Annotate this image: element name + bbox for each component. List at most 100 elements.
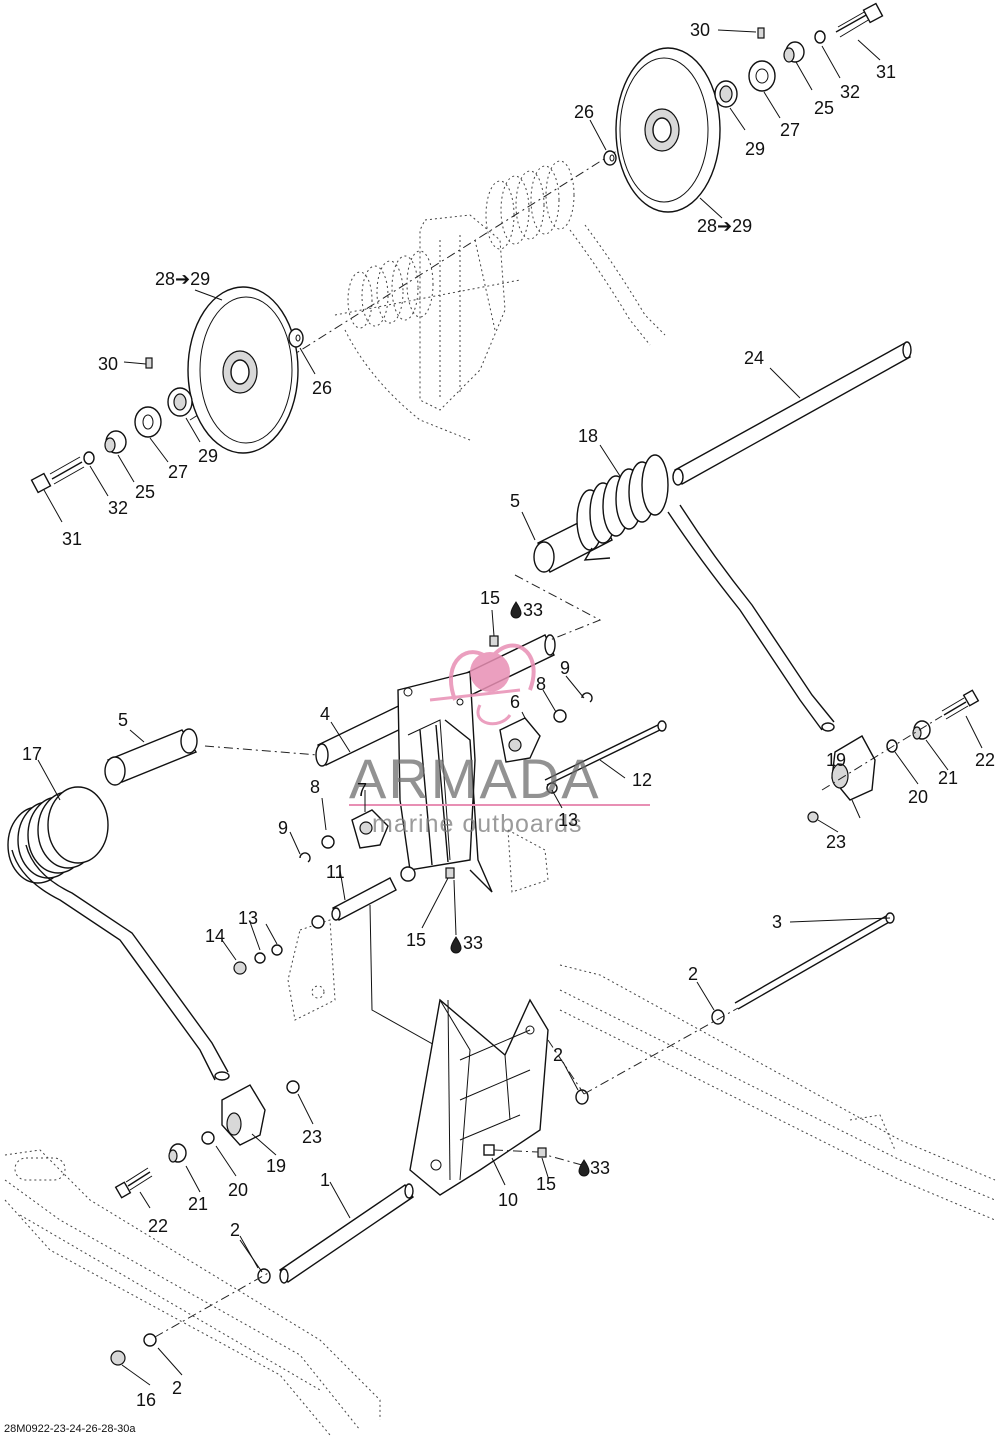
callout-28-top: 28➔29	[697, 216, 752, 236]
callout-2-left-upper: 2	[230, 1220, 240, 1240]
callout-23-left: 23	[302, 1127, 322, 1147]
washer-32-right	[814, 30, 826, 44]
watermark-brand: ARMADA	[349, 747, 601, 810]
setscrew-30-right	[757, 27, 765, 39]
callout-8-left: 8	[310, 777, 320, 797]
callout-10: 10	[498, 1190, 518, 1210]
block-19-left	[221, 1084, 266, 1146]
spacer-27-left	[134, 406, 162, 438]
callout-2-right-upper: 2	[688, 964, 698, 984]
oil-drop-icon	[578, 1159, 590, 1177]
washer-20-left	[201, 1131, 215, 1145]
callout-29-top: 29	[745, 139, 765, 159]
left-rail	[4, 1149, 381, 1436]
left-small-bracket	[287, 829, 549, 1021]
bolt-22-right	[941, 689, 980, 720]
callout-12: 12	[632, 770, 652, 790]
block-6	[499, 717, 541, 763]
shaft-3	[734, 912, 895, 1010]
left-slider-block-hardware	[114, 1080, 300, 1199]
upper-right-idler-wheel	[615, 47, 721, 213]
callout-15-center: 15	[406, 930, 426, 950]
callout-8-right: 8	[536, 674, 546, 694]
oil-drop-icon	[450, 936, 462, 954]
oil-drop-icon	[510, 601, 522, 619]
callout-25-left: 25	[135, 482, 155, 502]
bolt-31-right	[835, 2, 884, 38]
callout-22-left: 22	[148, 1216, 168, 1236]
callout-leaders	[37, 29, 983, 1386]
setscrew-30-left	[145, 357, 153, 369]
bolt-22-left	[114, 1167, 153, 1199]
callout-30-top: 30	[690, 20, 710, 40]
callout-2-left-lower: 2	[172, 1378, 182, 1398]
callout-26-top: 26	[574, 102, 594, 122]
right-slider-block-hardware	[807, 689, 980, 823]
washer-8-right	[553, 709, 567, 723]
callout-16: 16	[136, 1390, 156, 1410]
callout-15-lower: 15	[536, 1174, 556, 1194]
upper-left-spring	[344, 250, 471, 441]
callout-33-lower: 33	[590, 1158, 610, 1178]
nut-14	[233, 961, 247, 975]
callout-5-right: 5	[510, 491, 520, 511]
callout-3: 3	[772, 912, 782, 932]
callout-26-left: 26	[312, 378, 332, 398]
callout-20-left: 20	[228, 1180, 248, 1200]
washer-23-left	[286, 1080, 300, 1094]
washer-2-right-upper	[711, 1009, 725, 1025]
shaft-1	[279, 1183, 414, 1284]
spring-18-assembly	[533, 341, 912, 732]
upper-left-idler-wheel	[187, 286, 299, 454]
upper-center-bracket	[334, 214, 521, 411]
callout-25-top: 25	[814, 98, 834, 118]
callout-30-left: 30	[98, 354, 118, 374]
callout-23-right: 23	[826, 832, 846, 852]
washer-20-right	[886, 739, 898, 753]
callout-2-right-lower: 2	[553, 1045, 563, 1065]
nut-16	[110, 1350, 126, 1366]
axle-12	[544, 723, 661, 781]
callout-1: 1	[320, 1170, 330, 1190]
callout-labels: 30 31 32 25 27 29 26 28➔29 28➔29 30 26 2…	[22, 20, 995, 1410]
spring-17-assembly	[7, 728, 230, 1081]
spring-17-coils	[7, 786, 109, 884]
callout-4: 4	[320, 704, 330, 724]
callout-13-right: 13	[558, 810, 578, 830]
spacer-27-right	[748, 60, 776, 92]
callout-31-left: 31	[62, 529, 82, 549]
spring-18-coils	[576, 454, 669, 551]
callout-14: 14	[205, 926, 225, 946]
callout-6: 6	[510, 692, 520, 712]
callout-31-top: 31	[876, 62, 896, 82]
callout-24: 24	[744, 348, 764, 368]
callout-5-left: 5	[118, 710, 128, 730]
washer-13-b	[271, 944, 283, 956]
setscrew-15-center	[445, 867, 455, 879]
callout-28-left: 28➔29	[155, 269, 210, 289]
right-rail	[559, 964, 996, 1221]
washer-32-left	[83, 451, 95, 465]
spacer-10	[483, 1144, 495, 1156]
callout-32-left: 32	[108, 498, 128, 518]
setscrew-15-lower	[537, 1147, 547, 1158]
lubricant-drop-icons	[450, 601, 590, 1177]
callout-27-left: 27	[168, 462, 188, 482]
callout-20-right: 20	[908, 787, 928, 807]
washer-2-left-upper	[257, 1268, 271, 1284]
setscrew-15-top	[489, 635, 499, 647]
callout-29-left: 29	[198, 446, 218, 466]
washer-2-left-lower	[143, 1333, 157, 1347]
rear-bracket	[409, 998, 549, 1196]
bolt-31-left	[30, 456, 85, 494]
callout-33-center: 33	[463, 933, 483, 953]
watermark-tagline: marine outboards	[372, 810, 583, 838]
washer-13-a	[254, 952, 266, 964]
washer-2-right-lower	[575, 1089, 589, 1105]
callout-11: 11	[326, 862, 345, 882]
nut-washer-set-left	[233, 944, 283, 975]
lower-rear-bracket	[409, 998, 549, 1196]
callout-33-top: 33	[523, 600, 543, 620]
